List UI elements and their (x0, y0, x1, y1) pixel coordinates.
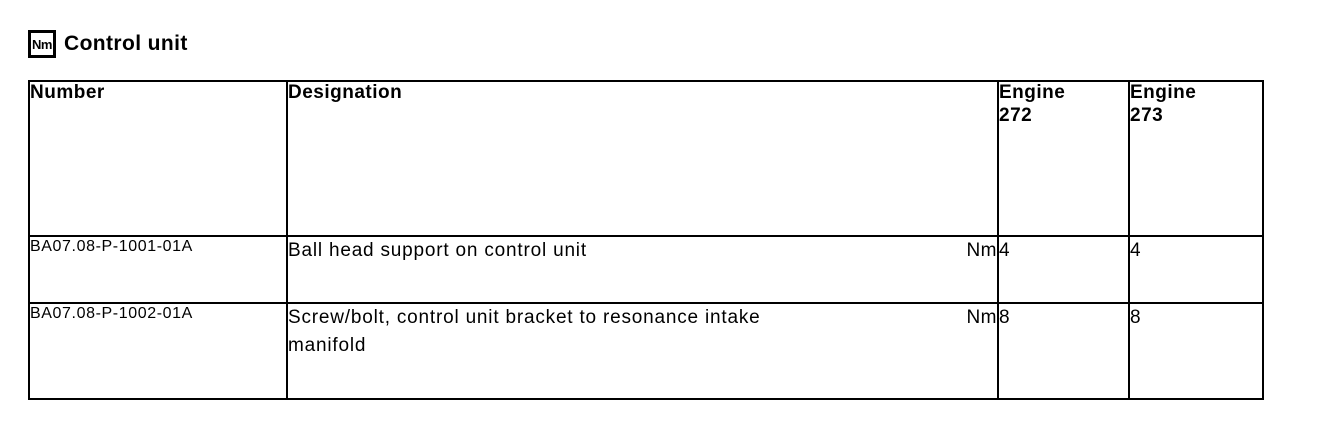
designation-text: Screw/bolt, control unit bracket to reso… (288, 307, 761, 356)
cell-engine-272-value: 8 (997, 302, 1130, 400)
torque-spec-table: Number Designation Engine 272 Engine 273… (28, 80, 1264, 400)
cell-engine-273-value: 4 (1128, 235, 1264, 304)
designation-text: Ball head support on control unit (288, 240, 587, 261)
designation-wrap: Ball head support on control unit Nm (288, 237, 997, 265)
cell-designation: Screw/bolt, control unit bracket to reso… (286, 302, 999, 400)
unit-label: Nm (966, 307, 997, 328)
torque-nm-icon: Nm (28, 30, 56, 58)
cell-engine-272-value: 4 (997, 235, 1130, 304)
designation-wrap: Screw/bolt, control unit bracket to reso… (288, 304, 997, 359)
cell-number: BA07.08-P-1002-01A (28, 302, 288, 400)
column-header-designation: Designation (286, 80, 999, 237)
column-header-engine-273: Engine 273 (1128, 80, 1264, 237)
cell-engine-273-value: 8 (1128, 302, 1264, 400)
unit-label: Nm (966, 240, 997, 261)
table-row: BA07.08-P-1002-01A Screw/bolt, control u… (28, 302, 1264, 400)
document-header: Nm Control unit (28, 30, 188, 58)
cell-number: BA07.08-P-1001-01A (28, 235, 288, 304)
table-row: BA07.08-P-1001-01A Ball head support on … (28, 235, 1264, 304)
cell-designation: Ball head support on control unit Nm (286, 235, 999, 304)
column-header-engine-272: Engine 272 (997, 80, 1130, 237)
page-title: Control unit (64, 32, 188, 55)
table-header-row: Number Designation Engine 272 Engine 273 (28, 80, 1264, 237)
column-header-number: Number (28, 80, 288, 237)
